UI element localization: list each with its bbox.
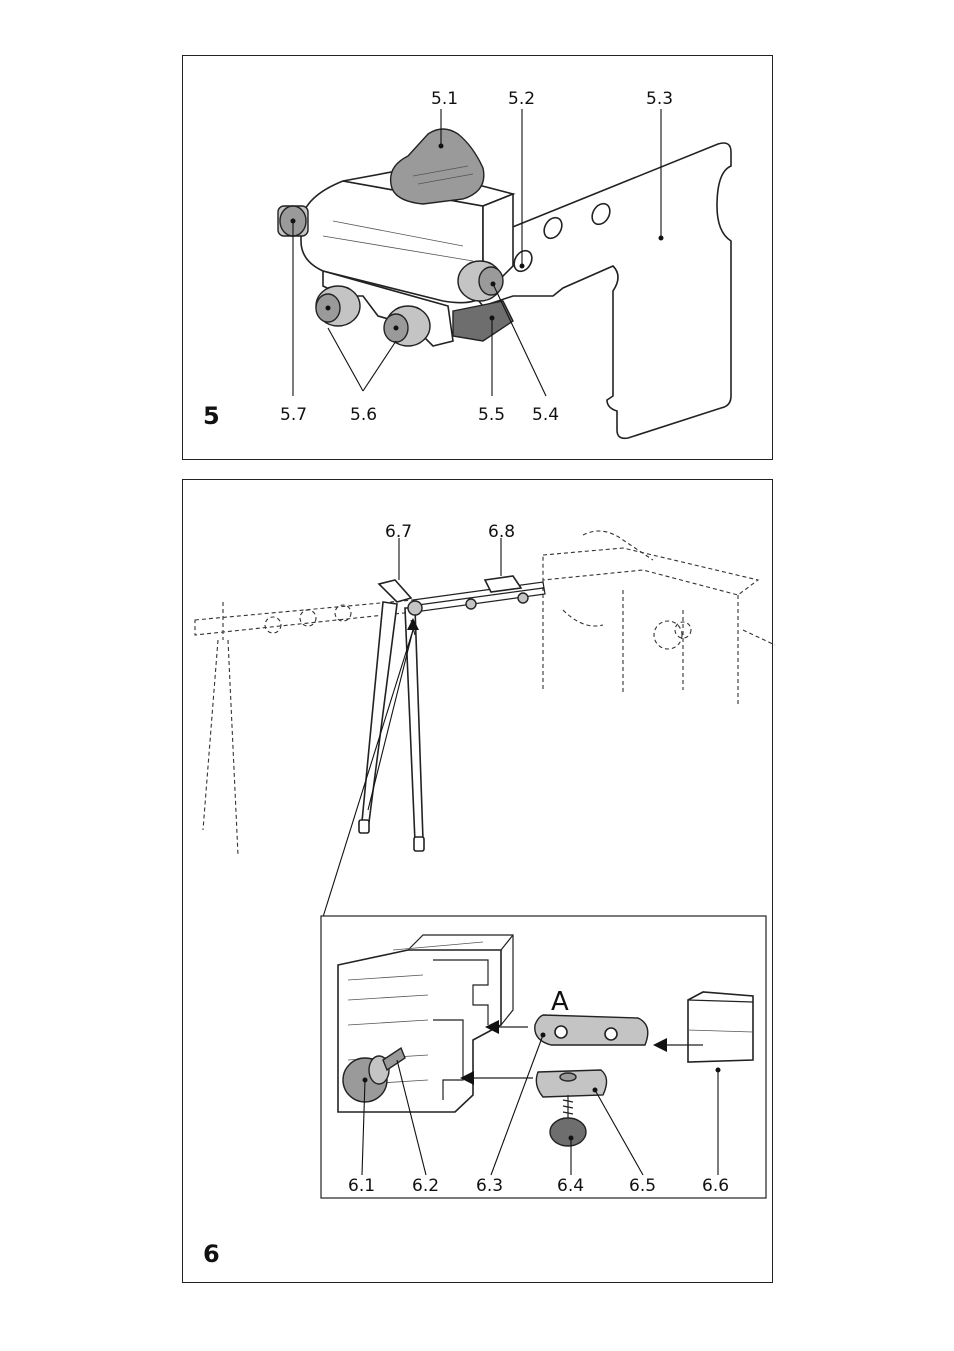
extension-plate — [439, 142, 732, 440]
screw-5-6b — [383, 305, 431, 347]
label-5-6: 5.6 — [350, 405, 377, 425]
screw-6-4 — [549, 1095, 587, 1147]
slide-block-6-5 — [535, 1069, 608, 1098]
figure-6-panel: 6.7 6.8 — [182, 479, 776, 1283]
figure-5-drawing: 5.1 5.2 5.3 5.7 5.6 5.5 5.4 5 — [203, 89, 732, 440]
label-6-5: 6.5 — [629, 1176, 656, 1196]
label-6-2: 6.2 — [412, 1176, 439, 1196]
label-5-4: 5.4 — [532, 405, 559, 425]
screw-5-4 — [457, 260, 504, 302]
label-6-4: 6.4 — [557, 1176, 584, 1196]
label-5-1: 5.1 — [431, 89, 458, 109]
label-5-3: 5.3 — [646, 89, 673, 109]
label-6-1: 6.1 — [348, 1176, 375, 1196]
screw-5-6a — [315, 285, 361, 327]
slide-piece-6-3 — [534, 1014, 649, 1046]
detail-letter-a: A — [551, 987, 569, 1017]
label-5-7: 5.7 — [280, 405, 307, 425]
label-6-6: 6.6 — [702, 1176, 729, 1196]
holder-6-8 — [483, 575, 523, 593]
support-leg-6-7 — [377, 579, 413, 603]
label-6-3: 6.3 — [476, 1176, 503, 1196]
label-5-2: 5.2 — [508, 89, 535, 109]
figure-number-5: 5 — [203, 402, 220, 430]
figure-6-drawing: 6.7 6.8 — [194, 522, 776, 1268]
figure-number-6: 6 — [203, 1240, 220, 1268]
label-5-5: 5.5 — [478, 405, 505, 425]
label-6-8: 6.8 — [488, 522, 515, 542]
part-6-6 — [687, 991, 754, 1063]
label-6-7: 6.7 — [385, 522, 412, 542]
knob-5-1 — [389, 128, 485, 205]
saw-table-dashed — [542, 530, 776, 705]
rail-dashed — [194, 599, 414, 856]
figure-5-panel: 5.1 5.2 5.3 5.7 5.6 5.5 5.4 5 — [182, 55, 773, 460]
